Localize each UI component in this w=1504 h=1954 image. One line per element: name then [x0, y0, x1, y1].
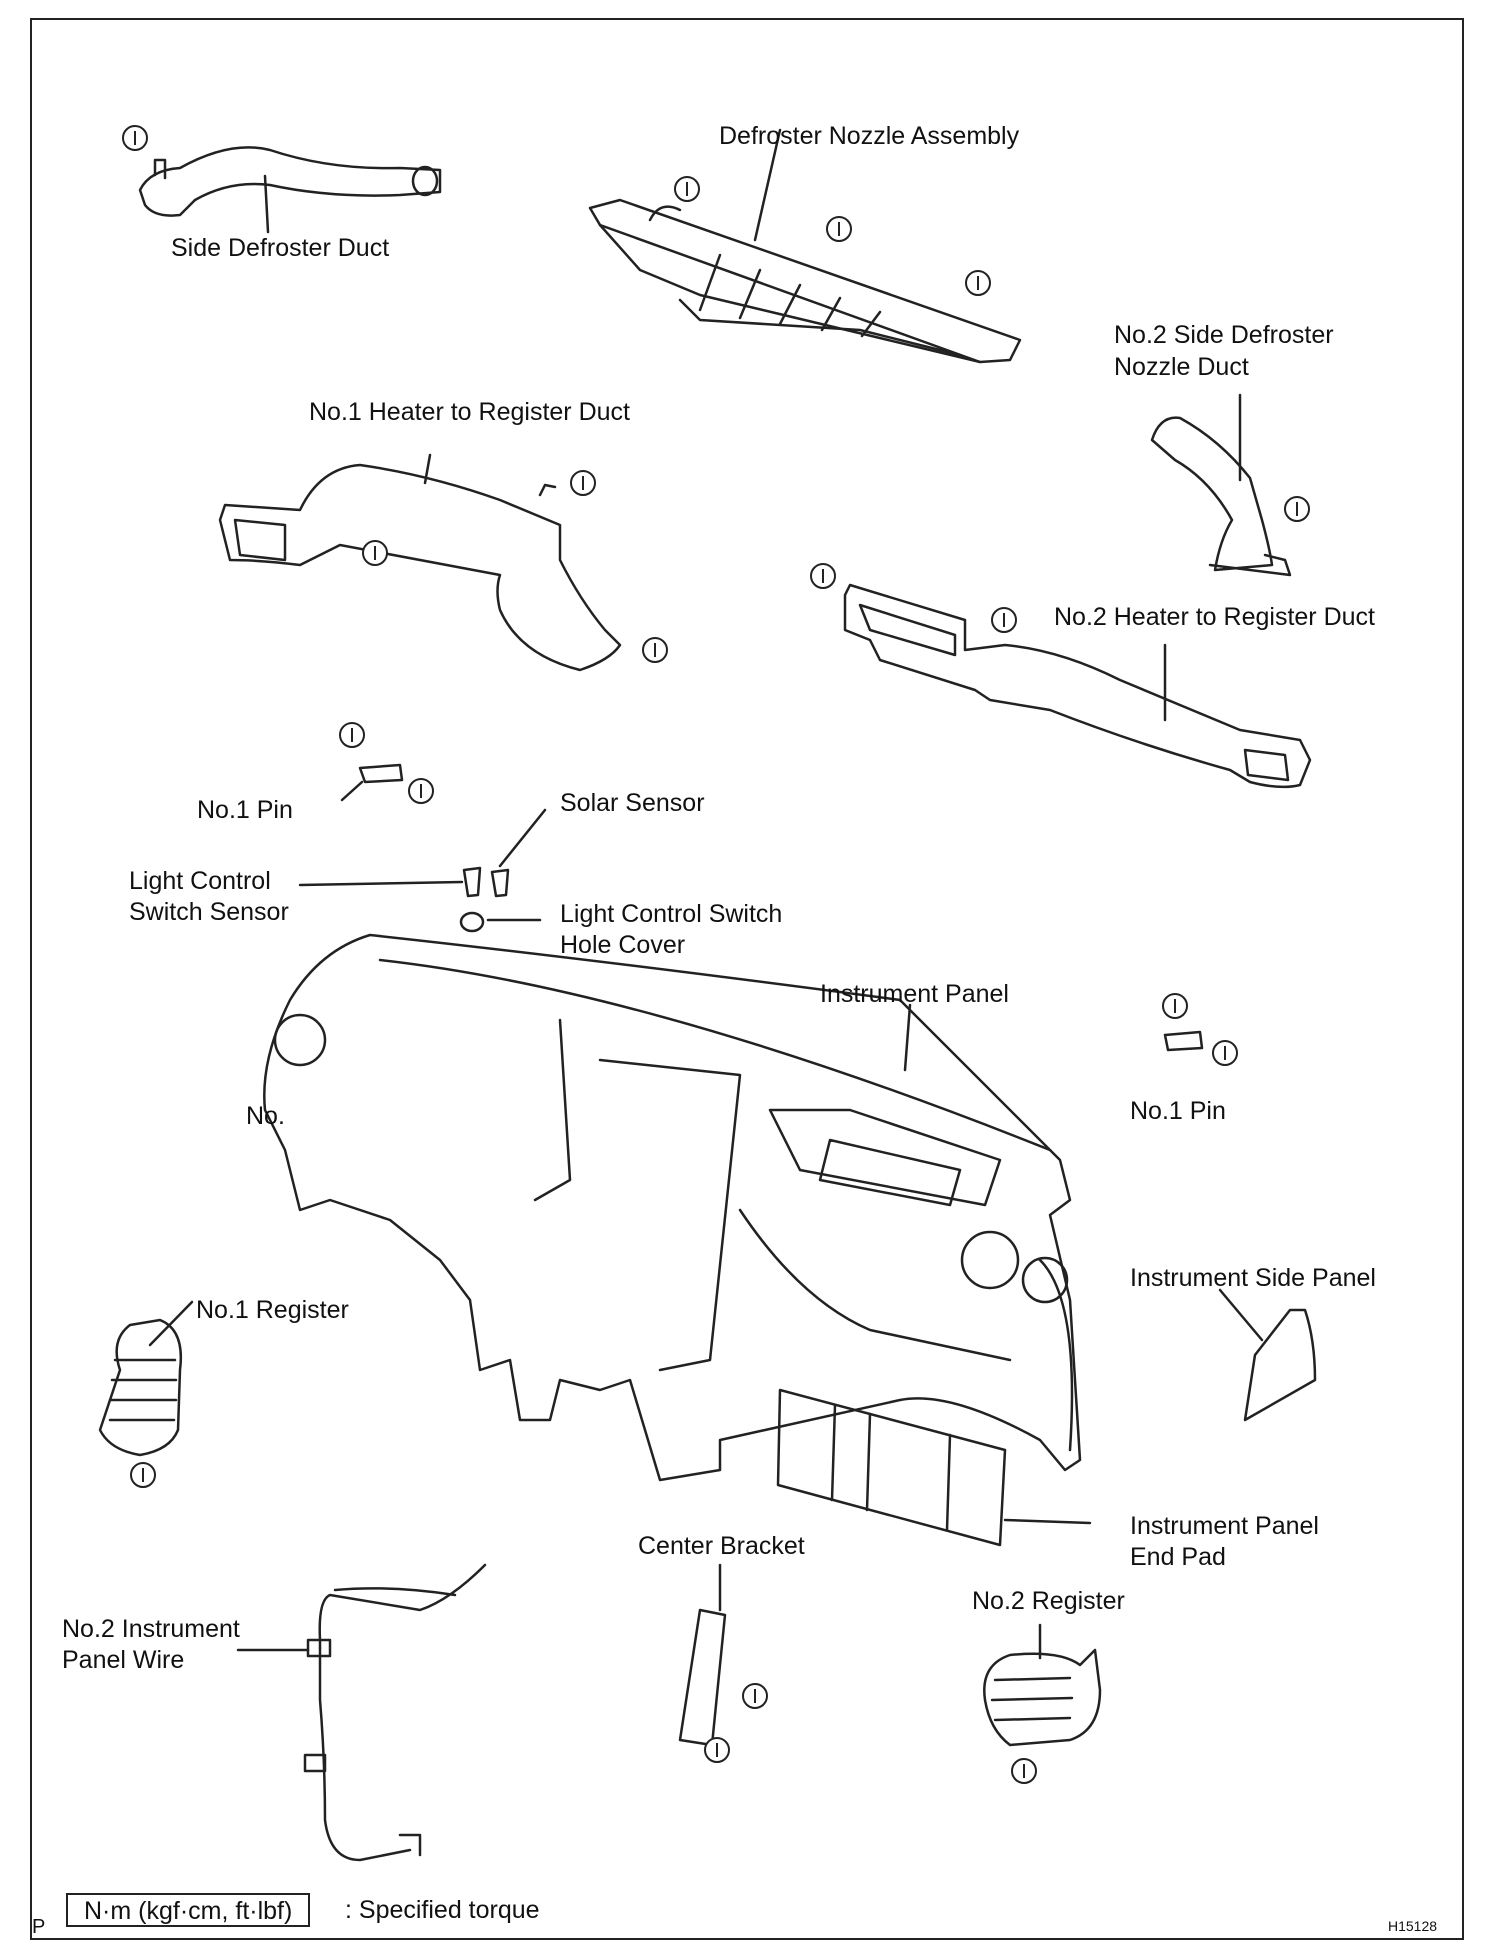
label-defroster-nozzle-assembly: Defroster Nozzle Assembly [719, 122, 1020, 150]
sensors-drawing [298, 808, 547, 933]
label-light-control-switch-sensor-line1: Light Control [129, 867, 271, 895]
clip-icon [1212, 1040, 1238, 1066]
clip-icon [742, 1683, 768, 1709]
label-no1-pin-left: No.1 Pin [197, 796, 293, 824]
clip-icon [642, 637, 668, 663]
figure-code: H15128 [1388, 1918, 1438, 1934]
clip-icon [130, 1462, 156, 1488]
label-instrument-side-panel: Instrument Side Panel [1130, 1264, 1376, 1292]
clip-icon [810, 563, 836, 589]
no1-heater-to-register-duct-drawing [218, 453, 622, 672]
label-instrument-panel: Instrument Panel [820, 980, 1009, 1008]
no1-pin-right-drawing [1163, 1030, 1204, 1052]
label-light-control-switch-sensor-line2: Switch Sensor [129, 898, 289, 926]
diagram-frame [30, 18, 1464, 1940]
label-center-bracket: Center Bracket [638, 1532, 805, 1560]
center-bracket-drawing [678, 1563, 727, 1747]
clip-icon [1162, 993, 1188, 1019]
clip-icon [362, 540, 388, 566]
label-no1-register: No.1 Register [196, 1296, 349, 1324]
end-pad-drawing [776, 1388, 1092, 1547]
label-no2-heater-to-register-duct: No.2 Heater to Register Duct [1054, 603, 1375, 631]
clip-icon [674, 176, 700, 202]
clip-icon [991, 607, 1017, 633]
no1-pin-left-drawing [340, 763, 404, 802]
page-mark: P [32, 1916, 46, 1938]
clip-icon [1284, 496, 1310, 522]
clip-icon [826, 216, 852, 242]
clip-icon [570, 470, 596, 496]
defroster-nozzle-assembly-drawing [588, 128, 1022, 364]
no2-register-drawing [983, 1623, 1102, 1747]
label-light-control-switch-hole-cover-line2: Hole Cover [560, 931, 686, 959]
no2-side-defroster-nozzle-duct-drawing [1150, 393, 1292, 577]
label-no2-instrument-panel-wire-line2: Panel Wire [62, 1646, 185, 1674]
no2-heater-to-register-duct-drawing [843, 583, 1312, 789]
instrument-side-panel-drawing [1218, 1288, 1317, 1422]
label-light-control-switch-hole-cover-line1: Light Control Switch [560, 900, 783, 928]
clip-icon [408, 778, 434, 804]
instrument-panel-drawing [263, 933, 1082, 1482]
label-no1-heater-to-register-duct: No.1 Heater to Register Duct [309, 398, 630, 426]
torque-legend-text: : Specified torque [345, 1896, 540, 1924]
label-no2-instrument-panel-wire-line1: No.2 Instrument [62, 1615, 240, 1643]
label-no2-register: No.2 Register [972, 1587, 1125, 1615]
side-defroster-duct-drawing [138, 146, 442, 234]
label-side-defroster-duct: Side Defroster Duct [171, 234, 390, 262]
label-no2-side-defroster-nozzle-duct-line2: Nozzle Duct [1114, 353, 1249, 381]
clip-icon [1011, 1758, 1037, 1784]
label-instrument-panel-end-pad-line1: Instrument Panel [1130, 1512, 1319, 1540]
label-partial-no: No. [246, 1102, 285, 1130]
label-no2-side-defroster-nozzle-duct-line1: No.2 Side Defroster [1114, 321, 1334, 349]
torque-legend-box: N·m (kgf·cm, ft·lbf) [66, 1893, 311, 1927]
clip-icon [965, 270, 991, 296]
clip-icon [339, 722, 365, 748]
clip-icon [704, 1737, 730, 1763]
clip-icon [122, 125, 148, 151]
no2-instrument-panel-wire-drawing [236, 1563, 487, 1862]
label-instrument-panel-end-pad-line2: End Pad [1130, 1543, 1226, 1571]
no1-register-drawing [98, 1300, 194, 1457]
label-solar-sensor: Solar Sensor [560, 789, 705, 817]
label-no1-pin-right: No.1 Pin [1130, 1097, 1226, 1125]
